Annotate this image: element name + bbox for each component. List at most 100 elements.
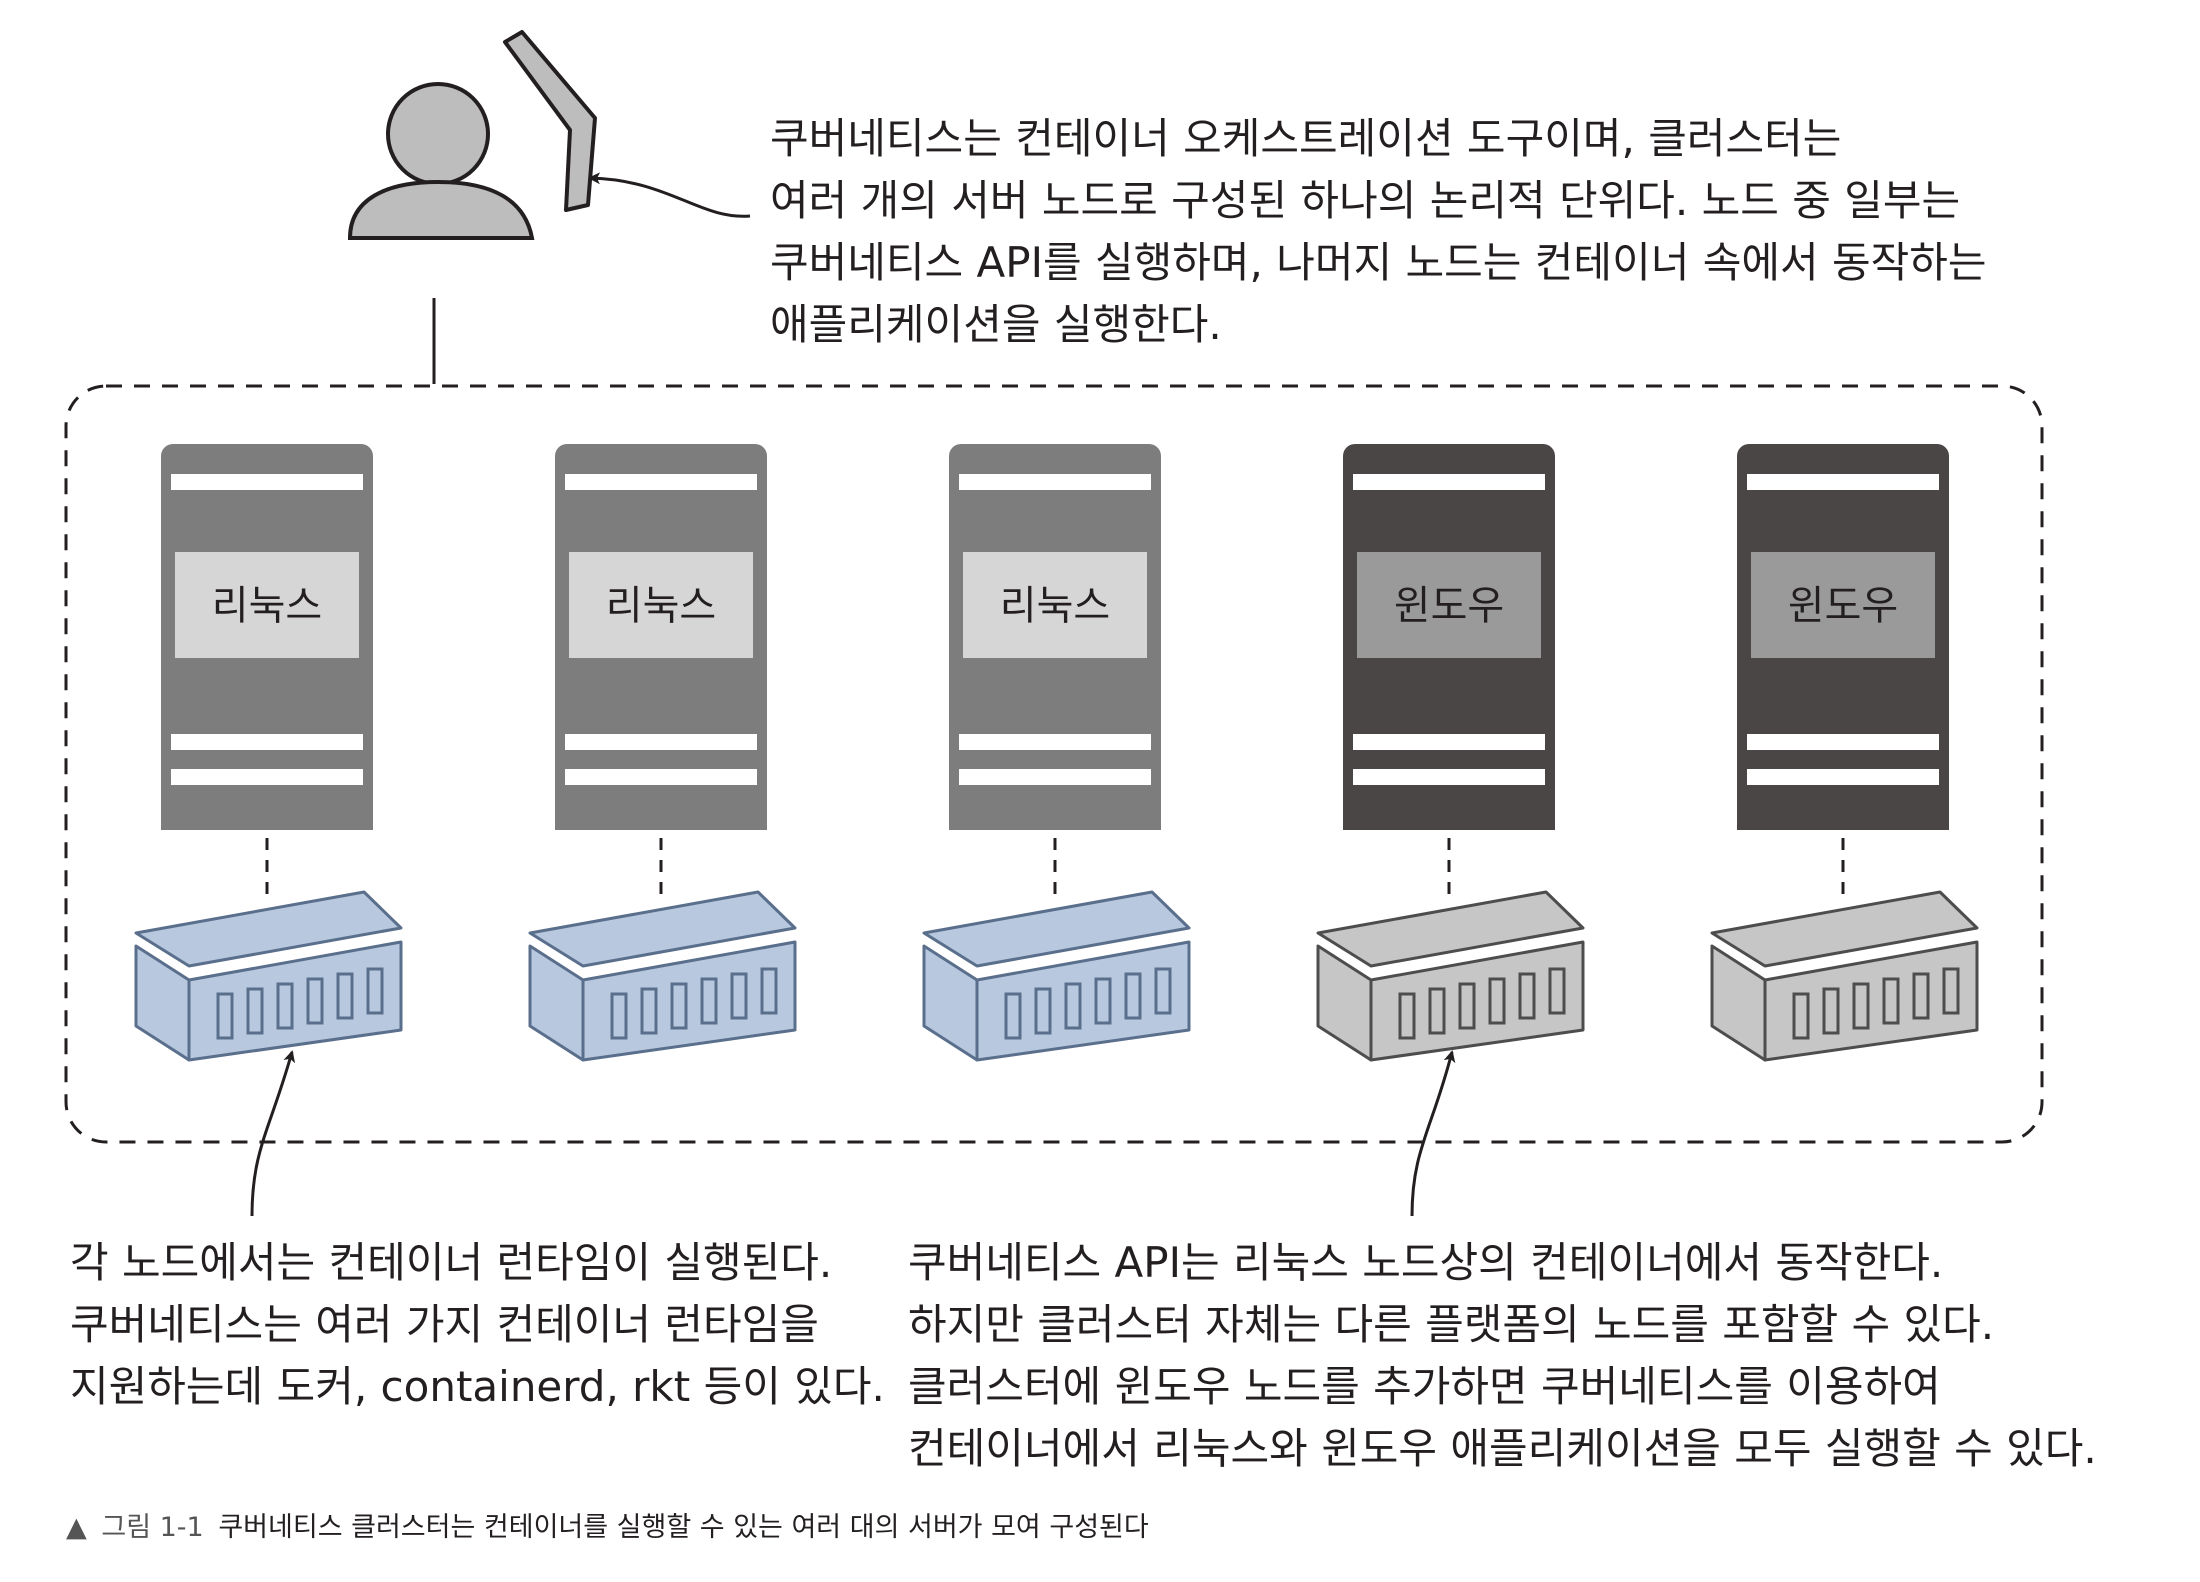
container-door [336,972,354,1020]
container-front [187,940,403,1062]
cluster-node-3: 리눅스 [922,444,1191,1062]
server-slot [171,734,363,750]
windows-container-icon [1316,890,1585,1062]
intro-line: 쿠버네티스 API를 실행하며, 나머지 노드는 컨테이너 속에서 동작하는 [770,238,1987,287]
container-top [922,890,1191,968]
container-top [528,890,797,968]
container-door [1094,977,1112,1025]
container-door [1124,972,1142,1020]
server-slot [959,474,1151,490]
server-slot [1353,474,1545,490]
container-door [1518,972,1536,1020]
container-door [1912,972,1930,1020]
container-door [670,982,688,1030]
container-door [1822,987,1840,1035]
container-door [1034,987,1052,1035]
container-door [1004,992,1022,1040]
container-door [366,967,384,1015]
intro-line: 애플리케이션을 실행한다. [770,300,1222,349]
intro-line: 여러 개의 서버 노드로 구성된 하나의 논리적 단위다. 노드 중 일부는 [770,176,1961,225]
container-front [1369,940,1585,1062]
caption-text: 쿠버네티스 클러스터는 컨테이너를 실행할 수 있는 여러 대의 서버가 모여 … [218,1512,1149,1543]
platform-note-arrow [1410,1050,1456,1217]
runtime-note-arrow [250,1050,296,1217]
intro-line: 쿠버네티스는 컨테이너 오케스트레이션 도구이며, 클러스터는 [770,114,1842,163]
container-top [134,890,403,968]
container-front [581,940,797,1062]
platform-note-line: 클러스터에 윈도우 노드를 추가하면 쿠버네티스를 이용하여 [908,1362,1941,1411]
linux-server: 리눅스 [555,444,767,830]
server-slot [171,769,363,785]
server-slot [959,769,1151,785]
server-slot [1747,734,1939,750]
container-door [1792,992,1810,1040]
container-top [1710,890,1979,968]
container-side [922,944,979,1062]
cluster-nodes: 리눅스 리눅스 리눅스 윈도우 윈도우 [134,444,1979,1062]
platform-note-line: 하지만 클러스터 자체는 다른 플랫폼의 노드를 포함할 수 있다. [908,1300,1995,1349]
windows-server: 윈도우 [1343,444,1555,830]
linux-server: 리눅스 [161,444,373,830]
container-door [1458,982,1476,1030]
container-door [306,977,324,1025]
intro-text: 쿠버네티스는 컨테이너 오케스트레이션 도구이며, 클러스터는 여러 개의 서버… [770,108,1987,356]
os-label-panel [1357,552,1541,658]
os-label: 리눅스 [212,583,322,629]
windows-server: 윈도우 [1737,444,1949,830]
container-top [1316,890,1585,968]
container-door [1882,977,1900,1025]
container-door [1488,977,1506,1025]
runtime-note-line: 각 노드에서는 컨테이너 런타임이 실행된다. [70,1238,833,1287]
container-side [1316,944,1373,1062]
runtime-note-line: 지원하는데 도커, containerd, rkt 등이 있다. [70,1362,885,1411]
caption-marker-icon: ▲ [66,1512,87,1543]
user-icon [347,30,597,240]
server-slot [959,734,1151,750]
container-door [1154,967,1172,1015]
container-door [1064,982,1082,1030]
server-slot [1747,474,1939,490]
container-door [610,992,628,1040]
figure-caption: ▲ 그림 1-1 쿠버네티스 클러스터는 컨테이너를 실행할 수 있는 여러 대… [66,1508,1149,1548]
linux-server: 리눅스 [949,444,1161,830]
runtime-note: 각 노드에서는 컨테이너 런타임이 실행된다. 쿠버네티스는 여러 가지 컨테이… [70,1232,885,1418]
container-door [246,987,264,1035]
platform-note-line: 쿠버네티스 API는 리눅스 노드상의 컨테이너에서 동작한다. [908,1238,1944,1287]
server-base [555,804,767,830]
server-base [949,804,1161,830]
container-door [216,992,234,1040]
server-slot [1353,769,1545,785]
server-base [1737,804,1949,830]
caption-label: 그림 1-1 [101,1512,204,1543]
linux-container-icon [528,890,797,1062]
os-label-panel [175,552,359,658]
container-side [134,944,191,1062]
container-door [760,967,778,1015]
runtime-note-line: 쿠버네티스는 여러 가지 컨테이너 런타임을 [70,1300,819,1349]
container-door [730,972,748,1020]
container-door [1852,982,1870,1030]
container-door [1398,992,1416,1040]
platform-note-line: 컨테이너에서 리눅스와 윈도우 애플리케이션을 모두 실행할 수 있다. [908,1424,2097,1473]
server-slot [565,474,757,490]
platform-note: 쿠버네티스 API는 리눅스 노드상의 컨테이너에서 동작한다. 하지만 클러스… [908,1232,2097,1480]
server-slot [171,474,363,490]
container-front [1763,940,1979,1062]
linux-container-icon [922,890,1191,1062]
cluster-node-2: 리눅스 [528,444,797,1062]
container-door [1428,987,1446,1035]
cluster-node-1: 리눅스 [134,444,403,1062]
os-label: 윈도우 [1394,583,1504,629]
container-door [1548,967,1566,1015]
container-front [975,940,1191,1062]
os-label-panel [963,552,1147,658]
linux-container-icon [134,890,403,1062]
container-door [276,982,294,1030]
server-slot [565,769,757,785]
os-label-panel [569,552,753,658]
os-label: 윈도우 [1788,583,1898,629]
cluster-node-4: 윈도우 [1316,444,1585,1062]
container-door [640,987,658,1035]
server-slot [1353,734,1545,750]
os-label-panel [1751,552,1935,658]
